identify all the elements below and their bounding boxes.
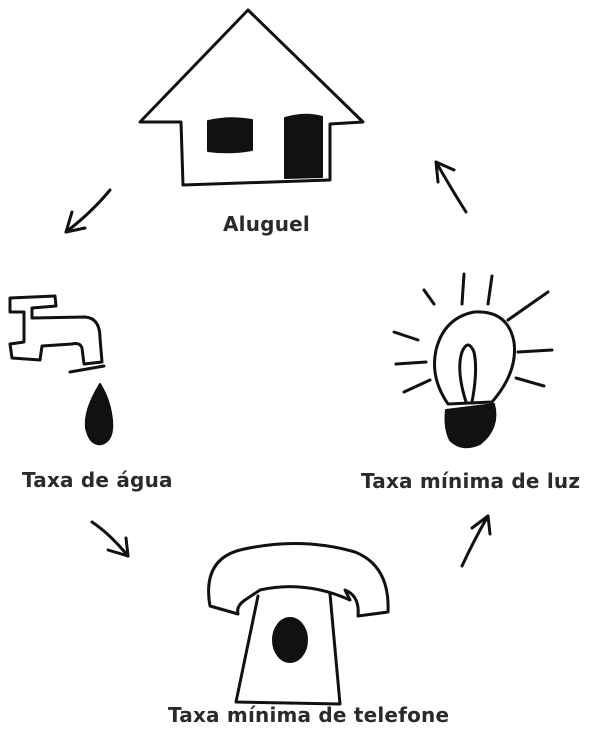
lightbulb-icon	[392, 272, 554, 449]
house-icon	[138, 8, 365, 187]
label-taxa-minima-de-luz: Taxa mínima de luz	[361, 469, 581, 493]
arrow-phone-to-light	[460, 514, 492, 568]
house-door	[284, 113, 323, 179]
arrow-water-to-phone	[90, 520, 130, 558]
arrow-house-to-water	[64, 188, 112, 234]
label-aluguel: Aluguel	[223, 212, 310, 236]
arrow-light-to-house	[434, 160, 468, 214]
label-taxa-minima-de-telefone: Taxa mínima de telefone	[168, 703, 450, 727]
telephone-icon	[207, 541, 390, 706]
faucet-icon	[8, 294, 114, 446]
water-drop	[84, 383, 114, 446]
light-rays	[392, 272, 554, 394]
bulb-base	[444, 403, 497, 449]
phone-dial	[272, 617, 308, 663]
label-taxa-de-agua: Taxa de água	[22, 468, 173, 492]
house-window	[207, 117, 253, 154]
